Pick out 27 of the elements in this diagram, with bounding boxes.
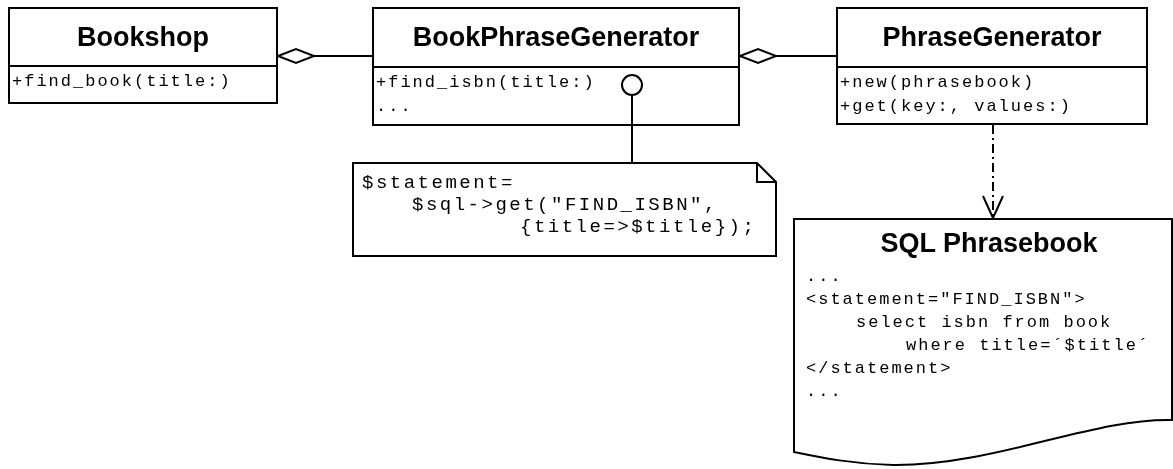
aggregation-connector — [277, 48, 373, 64]
class-box — [372, 7, 740, 126]
dependency-arrow — [982, 124, 1004, 219]
method-text: +get(key:, values:) — [840, 96, 1072, 118]
code-line: $sql->get("FIND_ISBN", — [412, 194, 718, 216]
method-text: +find_book(title:) — [12, 71, 232, 93]
code-line: $statement= — [362, 172, 515, 194]
document-title: SQL Phrasebook — [880, 228, 1098, 259]
class-name: BookPhraseGenerator — [412, 22, 700, 53]
code-line: where title=´$title´ — [906, 335, 1151, 357]
code-line: select isbn from book — [856, 312, 1113, 334]
document-shape — [793, 218, 1172, 467]
class-box — [8, 7, 278, 104]
method-text: +new(phrasebook) — [840, 72, 1036, 94]
note-shape — [352, 162, 777, 257]
class-box — [836, 7, 1148, 125]
code-line: {title=>$title}); — [520, 216, 757, 238]
aggregation-connector — [739, 48, 837, 64]
method-text: +find_isbn(title:) — [376, 72, 596, 94]
class-name: Bookshop — [77, 21, 209, 53]
code-line: ... — [806, 381, 843, 403]
code-line: </statement> — [806, 358, 953, 380]
interface-connector — [621, 74, 643, 163]
code-line: <statement="FIND_ISBN"> — [806, 289, 1087, 311]
method-text: ... — [376, 96, 413, 118]
class-name: PhraseGenerator — [882, 22, 1102, 53]
code-line: ... — [806, 266, 843, 288]
